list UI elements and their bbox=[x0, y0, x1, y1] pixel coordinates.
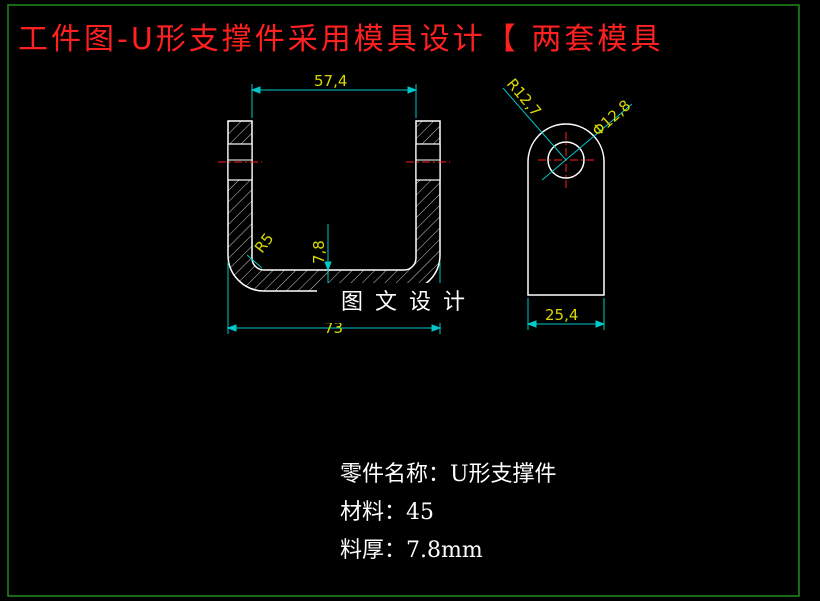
dim-outer-radius-leader bbox=[502, 87, 567, 161]
dim-outer-radius-text: R12,7 bbox=[503, 75, 545, 120]
dim-side-width-text: 25,4 bbox=[545, 306, 578, 324]
side-view-outline bbox=[527, 123, 605, 296]
dim-hole-text: Φ12,8 bbox=[589, 96, 635, 140]
thickness-note: 料厚：7.8mm bbox=[340, 538, 483, 563]
watermark-label: 图文设计 bbox=[317, 283, 497, 323]
side-view bbox=[527, 123, 605, 296]
side-view-hole bbox=[547, 141, 585, 179]
dim-inner-width bbox=[250, 84, 418, 118]
dim-inner-radius-leader bbox=[246, 254, 263, 269]
dim-thickness-text: 7,8 bbox=[310, 240, 328, 264]
dim-side-width bbox=[526, 298, 606, 330]
dim-hole-leader bbox=[541, 103, 633, 181]
drawing-title: 工件图-U形支撑件采用模具设计【 两套模具 bbox=[18, 22, 664, 57]
dim-inner-width-text: 57,4 bbox=[314, 72, 347, 90]
part-notes: 零件名称：U形支撑件 材料：45 料厚：7.8mm bbox=[340, 456, 557, 570]
part-name-note: 零件名称：U形支撑件 bbox=[340, 462, 557, 487]
u-section-body bbox=[227, 120, 441, 292]
dim-outer-width-text: 73 bbox=[324, 319, 343, 337]
material-note: 材料：45 bbox=[340, 500, 434, 525]
u-section-view bbox=[218, 120, 450, 292]
drawing-frame bbox=[7, 4, 800, 597]
dim-inner-radius-text: R5 bbox=[251, 230, 277, 257]
